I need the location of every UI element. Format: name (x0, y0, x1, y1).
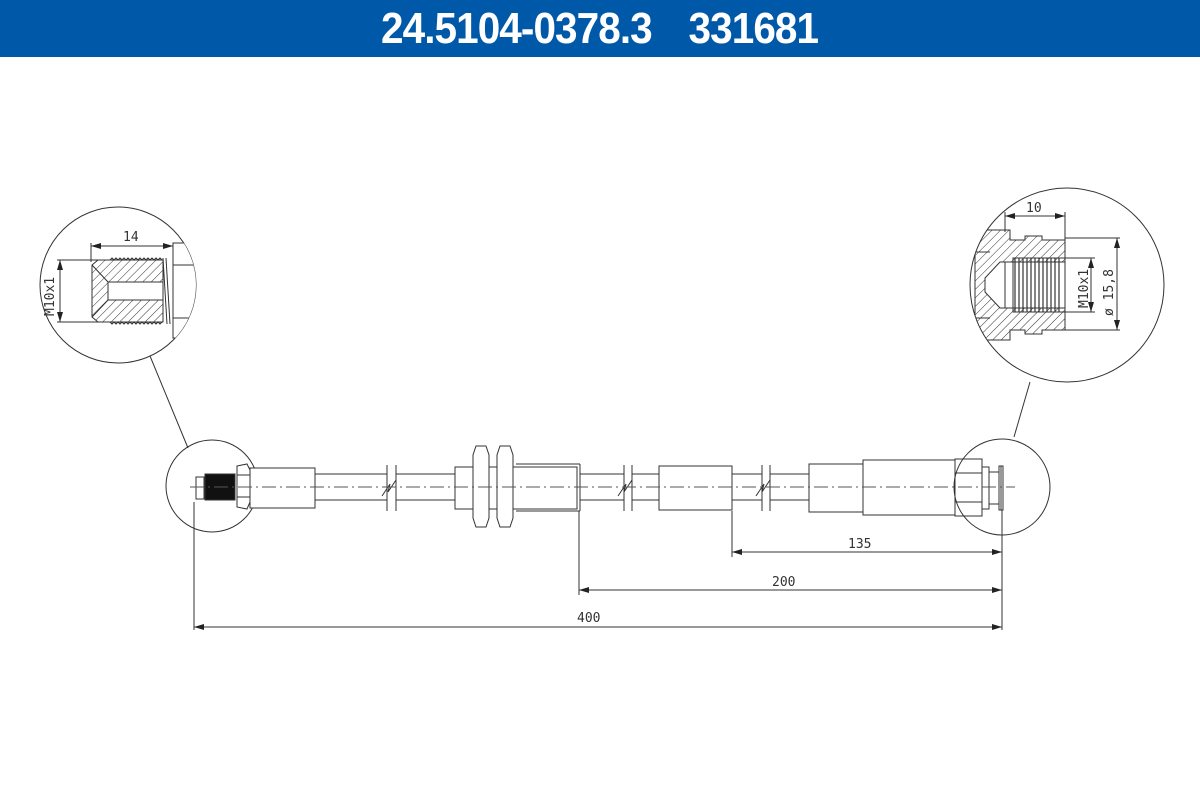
detail-right-diameter-label: ø 15,8 (1102, 269, 1117, 316)
detail-left-thread-label: M10x1 (43, 277, 58, 316)
dimension-135-label: 135 (848, 537, 871, 552)
detail-right-thread-label: M10x1 (1077, 269, 1092, 308)
technical-drawing: 14 M10x1 (39, 187, 1165, 630)
detail-circle-right (969, 187, 1165, 383)
detail-right: 10 M10x1 ø 15,8 (969, 187, 1165, 438)
leader-line-left (149, 355, 189, 449)
leader-line-right (1013, 381, 1031, 438)
article-number: 24.5104-0378.3 (381, 3, 653, 53)
detail-left: 14 M10x1 (39, 206, 197, 449)
dimension-lines: 135 200 400 (193, 502, 1003, 630)
detail-left-length-label: 14 (123, 230, 139, 245)
detail-right-length-label: 10 (1026, 201, 1042, 216)
dimension-400-label: 400 (577, 611, 600, 626)
reference-number: 331681 (688, 3, 819, 53)
title-text: 24.5104-0378.3 331681 (381, 3, 819, 54)
title-bar: 24.5104-0378.3 331681 (0, 0, 1200, 57)
hose-assembly (165, 438, 1051, 536)
dimension-200-label: 200 (772, 575, 795, 590)
